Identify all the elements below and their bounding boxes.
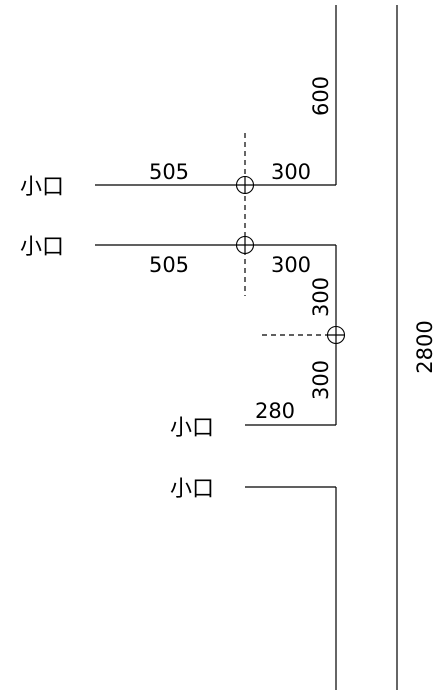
top-vertical-dim: 600 [309,76,333,116]
lower-left-dim: 505 [149,253,189,277]
lower-right-dim: 300 [271,253,311,277]
overall-height-dim: 2800 [413,320,437,373]
center-marker-upper [235,175,255,195]
vertical-lower-dim: 300 [309,360,333,400]
upper-left-dim: 505 [149,160,189,184]
vertical-upper-dim: 300 [309,277,333,317]
edge-label-4: 小口 [170,477,214,502]
edge-label-1: 小口 [20,175,64,200]
short-horizontal-dim: 280 [255,399,295,423]
upper-right-dim: 300 [271,160,311,184]
edge-label-2: 小口 [20,235,64,260]
center-marker-side [326,325,346,345]
edge-label-3: 小口 [170,416,214,441]
center-marker-lower [235,235,255,255]
